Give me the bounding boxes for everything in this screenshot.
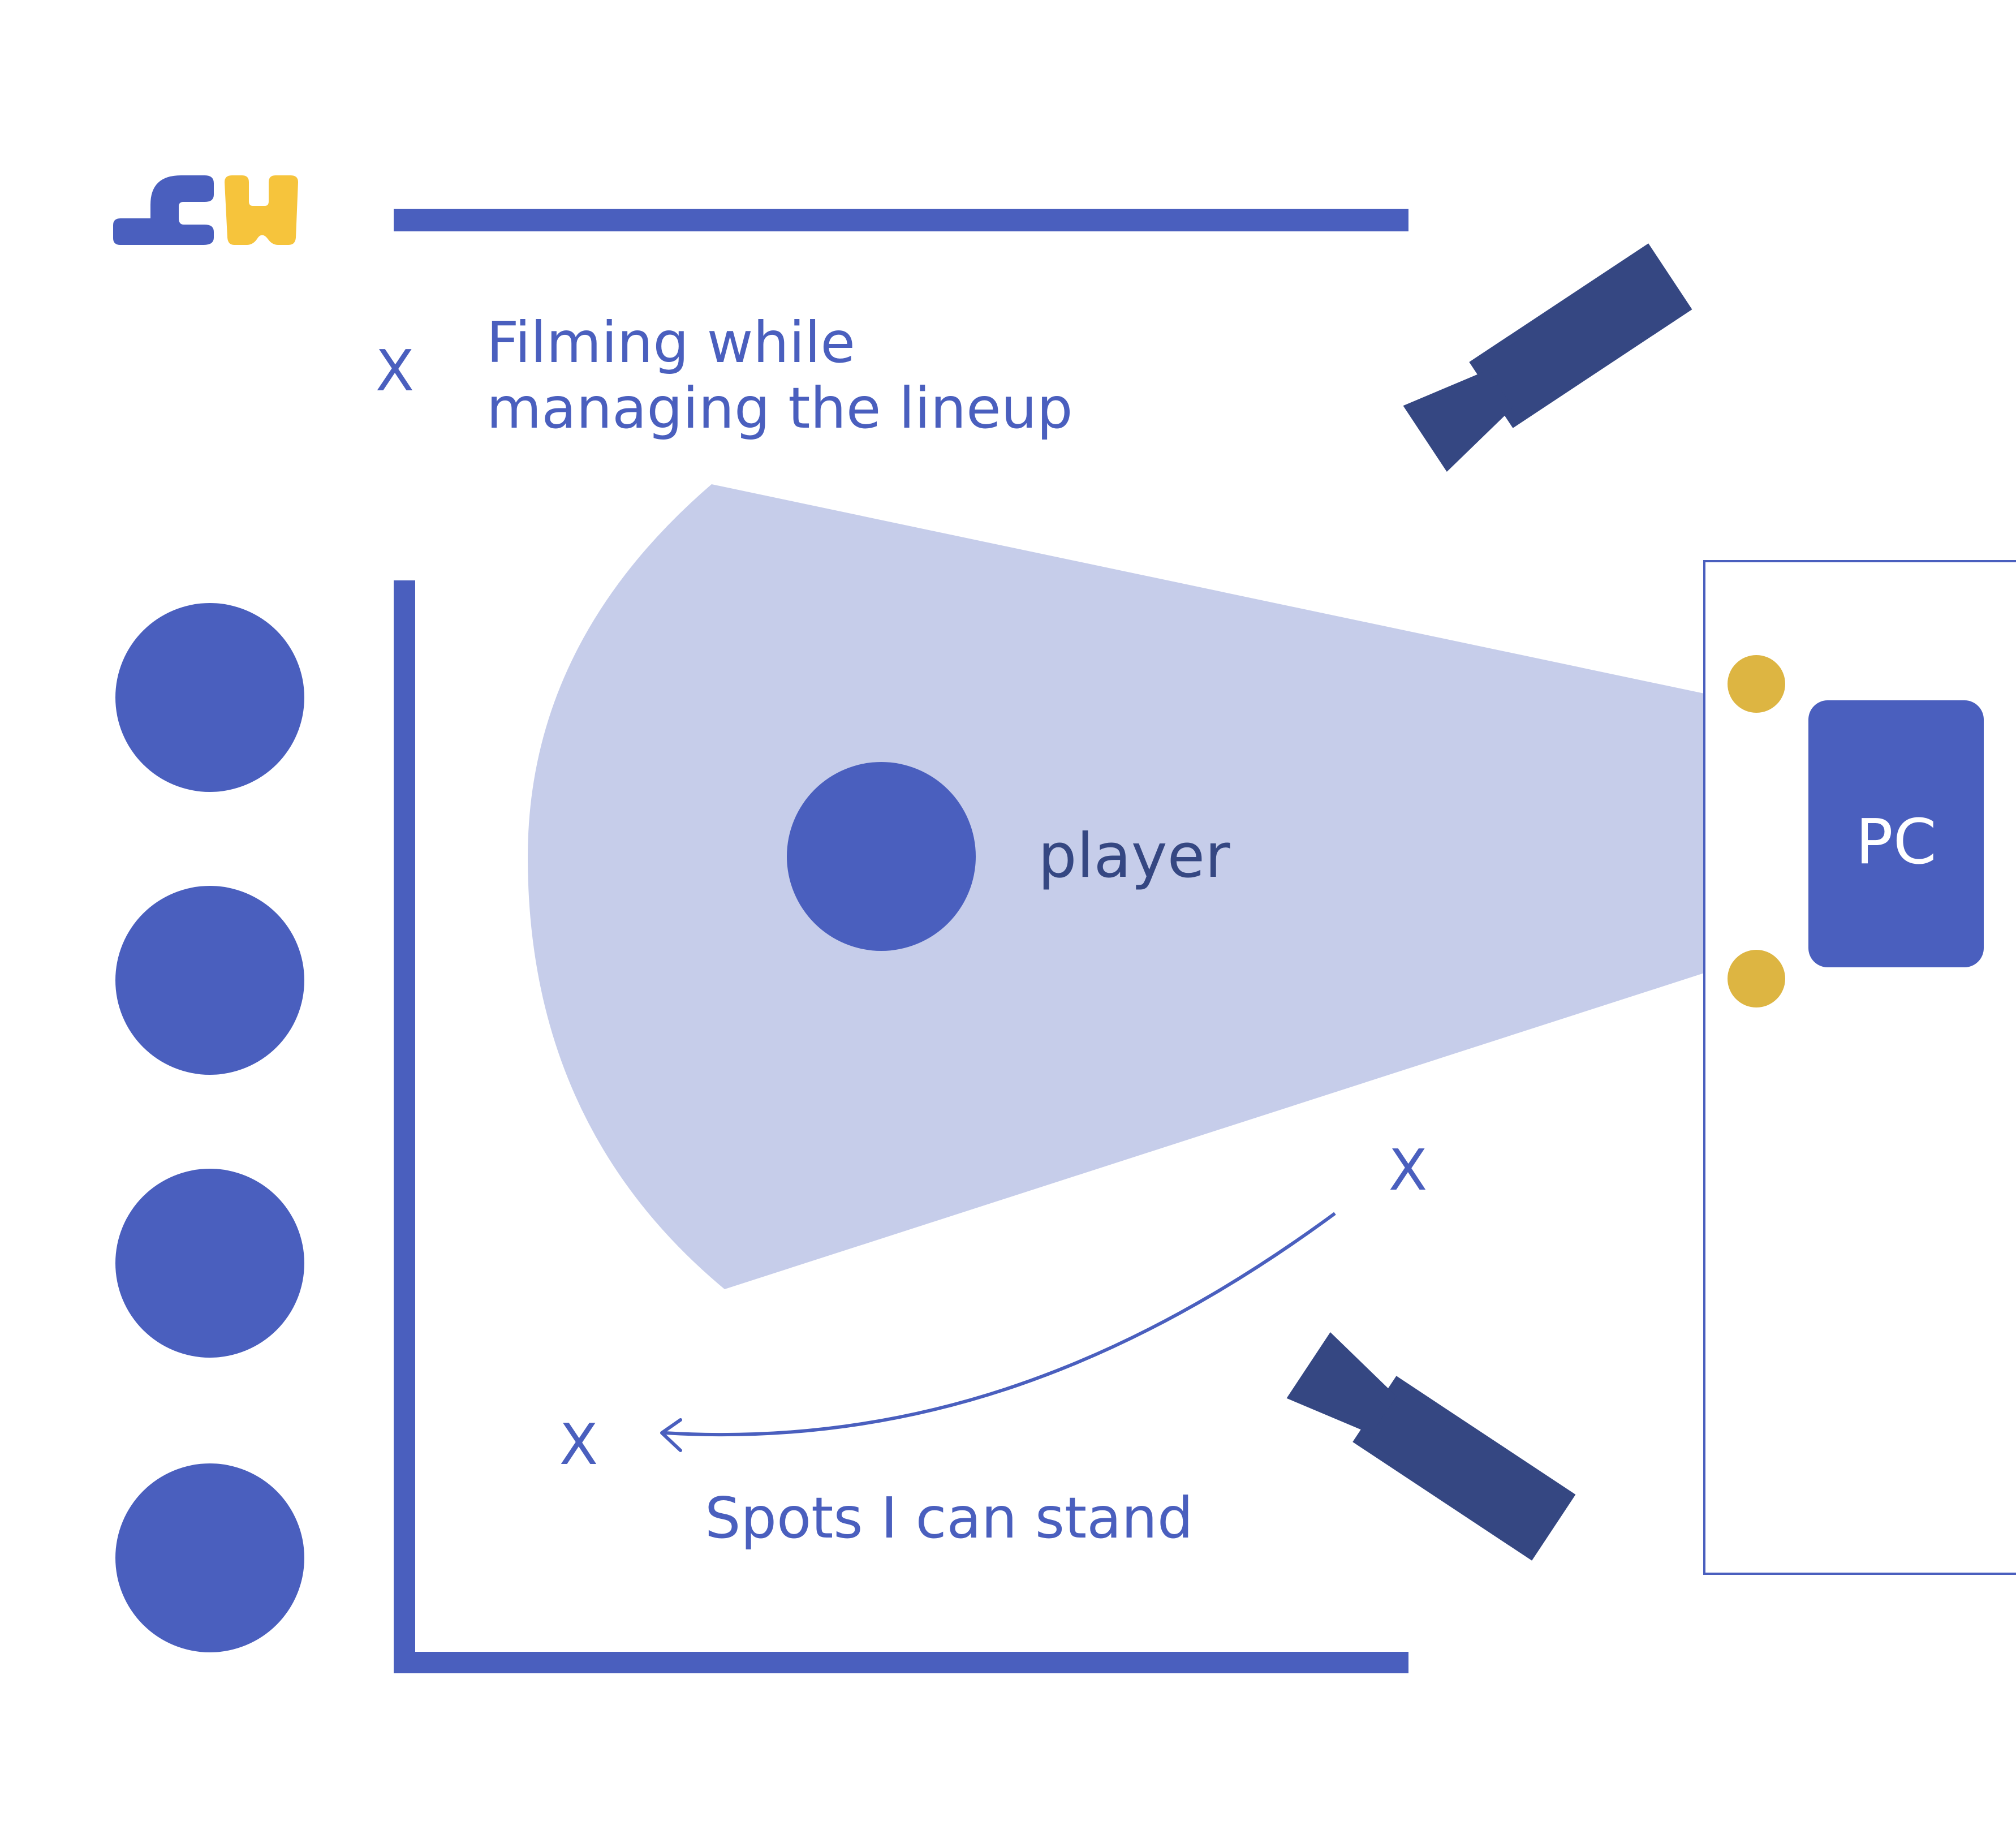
gold-marker-lower xyxy=(1728,950,1785,1007)
gold-marker-upper xyxy=(1728,655,1785,713)
left-wall xyxy=(394,580,415,1673)
player-label: player xyxy=(1038,821,1230,892)
lineup-player-4 xyxy=(115,1463,304,1652)
lineup-player-2 xyxy=(115,886,304,1075)
player-circle xyxy=(787,762,976,951)
bottom-wall xyxy=(394,1652,1408,1673)
filming-label-line1: Filming while xyxy=(486,309,855,376)
top-wall xyxy=(394,209,1408,231)
logo-yellow-mark xyxy=(225,175,298,245)
video-camera-icon xyxy=(1403,243,1692,472)
filming-label-line2: managing the lineup xyxy=(486,375,1072,441)
spot-marker-upper: X xyxy=(1389,1137,1428,1203)
spot-marker-lower: X xyxy=(559,1411,598,1478)
movement-arrow-path xyxy=(664,1212,1336,1437)
spots-label: Spots I can stand xyxy=(705,1485,1193,1551)
pc-area-outline xyxy=(1703,560,2016,1575)
filming-marker: X xyxy=(376,338,415,404)
lineup-player-3 xyxy=(115,1169,304,1358)
video-camera-icon xyxy=(1286,1332,1576,1561)
lineup-player-1 xyxy=(115,603,304,792)
arrow-head-icon xyxy=(660,1418,682,1452)
logo-dark-mark xyxy=(113,175,214,245)
pc-box xyxy=(1808,700,1984,967)
camera-view-cone xyxy=(528,484,1704,1289)
pc-label: PC xyxy=(1855,806,1936,878)
hw-logo-icon xyxy=(113,175,298,245)
